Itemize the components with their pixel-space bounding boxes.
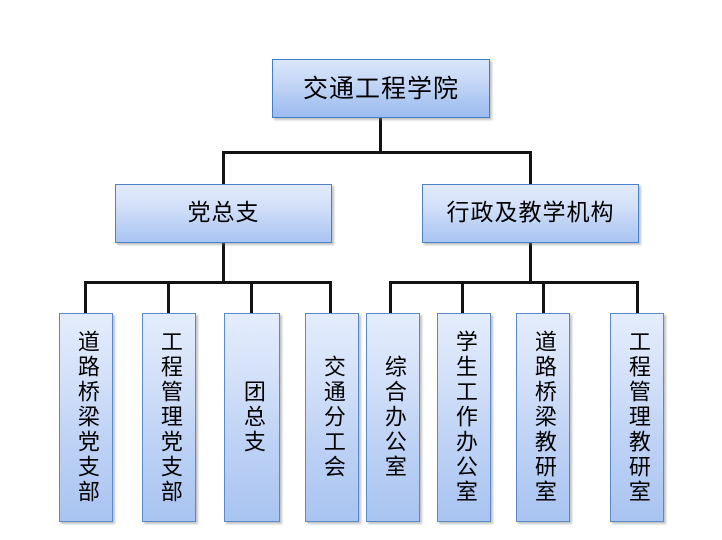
node-youth-league-branch-label: 团总支	[239, 380, 265, 455]
connector-party-to-child-3	[250, 281, 253, 313]
node-road-bridge-teaching-office[interactable]: 道路桥梁教研室	[516, 313, 570, 522]
node-root-label: 交通工程学院	[302, 74, 459, 103]
connector-admin-stem	[529, 243, 532, 282]
connector-admin-to-child-4	[636, 281, 639, 313]
connector-party-stem	[222, 243, 225, 282]
node-root[interactable]: 交通工程学院	[272, 59, 490, 118]
node-road-bridge-teaching-office-label: 道路桥梁教研室	[530, 330, 556, 505]
node-party-branch[interactable]: 党总支	[115, 184, 332, 243]
node-admin-branch-label: 行政及教学机构	[446, 200, 615, 227]
connector-party-to-child-2	[167, 281, 170, 313]
node-general-office[interactable]: 综合办公室	[366, 313, 420, 522]
connector-party-to-child-1	[84, 281, 87, 313]
connector-root-to-party	[222, 151, 225, 184]
node-engineering-mgmt-party-branch[interactable]: 工程管理党支部	[142, 313, 196, 522]
connector-admin-to-child-2	[461, 281, 464, 313]
node-engineering-mgmt-party-branch-label: 工程管理党支部	[156, 330, 182, 505]
connector-admin-to-child-1	[389, 281, 392, 313]
node-student-affairs-office-label: 学生工作办公室	[451, 330, 477, 505]
node-road-bridge-party-branch[interactable]: 道路桥梁党支部	[59, 313, 113, 522]
node-traffic-union-branch-label: 交通分工会	[319, 355, 345, 480]
connector-root-stem	[379, 118, 382, 152]
node-student-affairs-office[interactable]: 学生工作办公室	[437, 313, 491, 522]
connector-admin-bus	[389, 281, 639, 284]
connector-root-bus	[222, 151, 532, 154]
connector-party-bus	[84, 281, 332, 284]
node-traffic-union-branch[interactable]: 交通分工会	[305, 313, 359, 522]
node-youth-league-branch[interactable]: 团总支	[224, 313, 280, 522]
node-general-office-label: 综合办公室	[380, 355, 406, 480]
node-admin-branch[interactable]: 行政及教学机构	[422, 184, 639, 243]
connector-party-to-child-4	[329, 281, 332, 313]
node-road-bridge-party-branch-label: 道路桥梁党支部	[73, 330, 99, 505]
node-party-branch-label: 党总支	[187, 200, 260, 227]
connector-root-to-admin	[529, 151, 532, 184]
node-engineering-mgmt-teaching-office-label: 工程管理教研室	[624, 330, 650, 505]
node-engineering-mgmt-teaching-office[interactable]: 工程管理教研室	[610, 313, 664, 522]
connector-admin-to-child-3	[542, 281, 545, 313]
